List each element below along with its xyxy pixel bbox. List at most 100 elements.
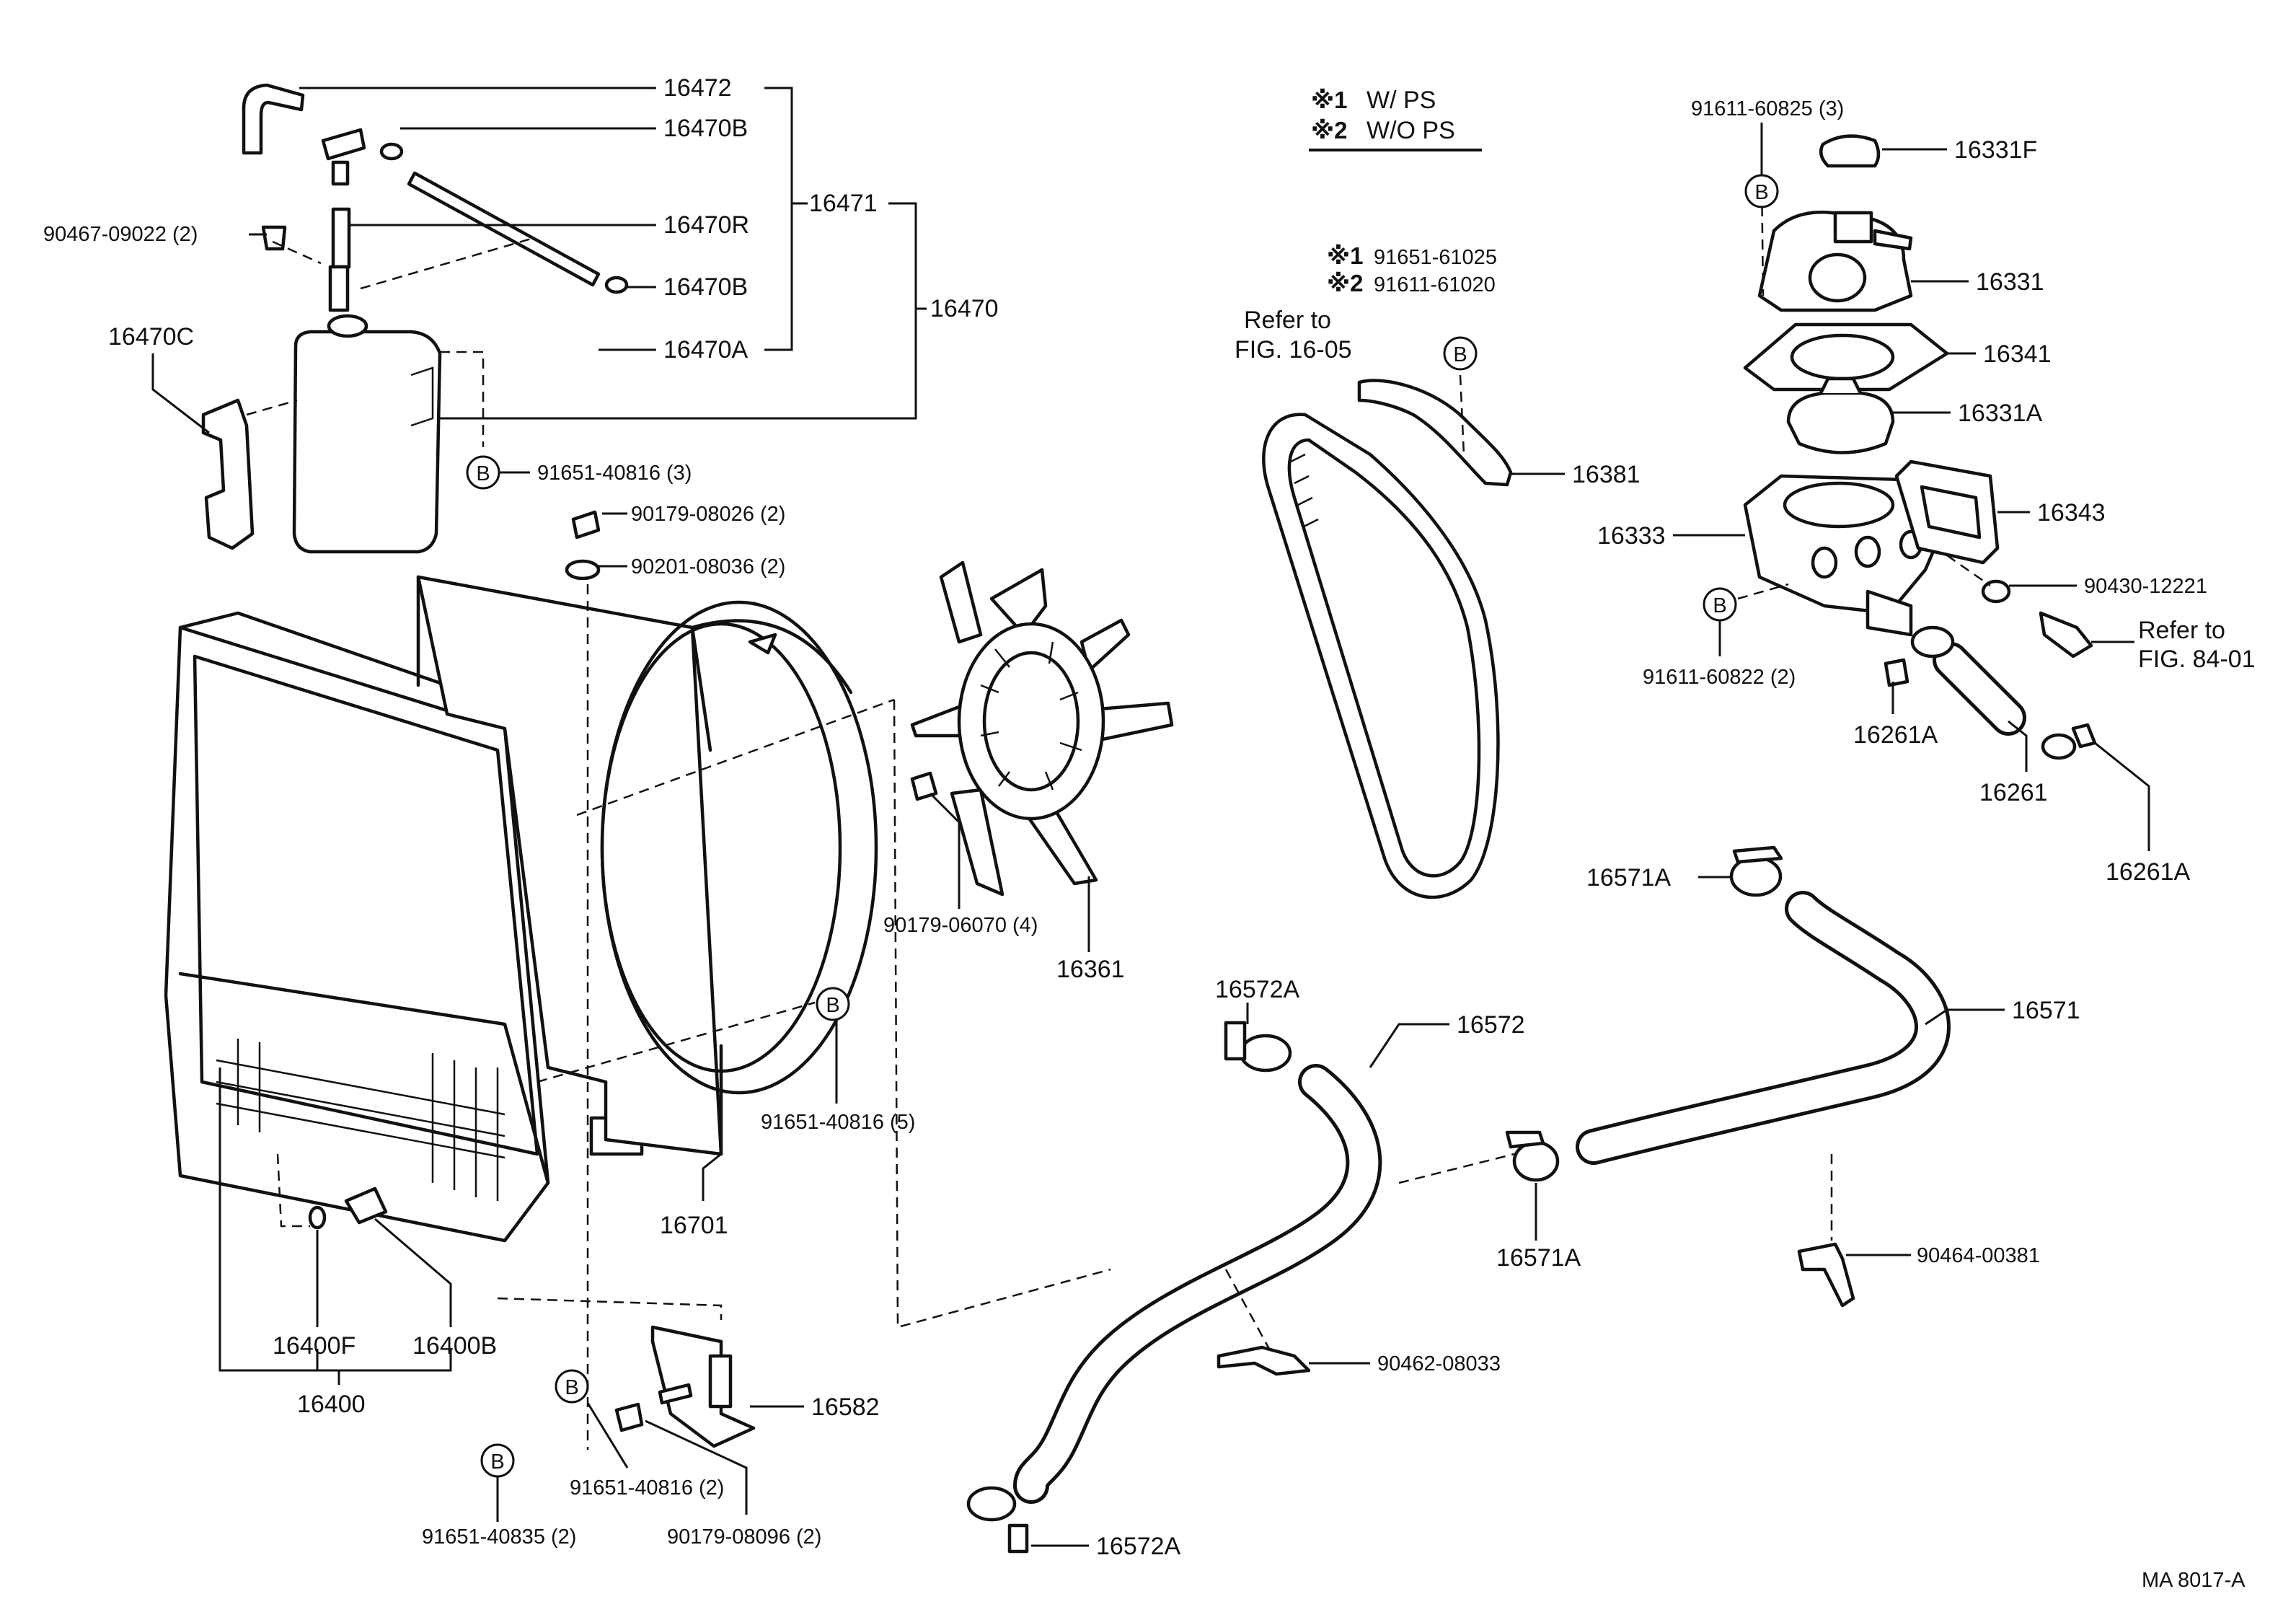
- label-16261a-right: 16261A: [2106, 858, 2191, 886]
- legend-text-2: W/O PS: [1366, 117, 1455, 144]
- legend-mark-1: ※1: [1311, 87, 1347, 113]
- hose-clamp-16261a-left: [1910, 625, 1955, 659]
- label-16582: 16582: [811, 1394, 880, 1421]
- label-fig-84-01: FIG. 84-01: [2138, 646, 2256, 673]
- svg-text:B: B: [1754, 181, 1768, 204]
- label-16571a-bottom: 16571A: [1496, 1244, 1581, 1272]
- svg-text:B: B: [490, 1450, 504, 1474]
- hose-clamp-16572a-top: [1239, 1034, 1292, 1073]
- label-16361: 16361: [1056, 956, 1125, 983]
- label-16470b-cap: 16470B: [663, 115, 748, 142]
- label-fig-16-05: FIG. 16-05: [1235, 336, 1352, 364]
- svg-text:B: B: [1453, 343, 1467, 366]
- label-16331a: 16331A: [1958, 400, 2043, 427]
- label-91611-60825: 91611-60825 (3): [1691, 97, 1844, 120]
- leader-lines-radiator: [218, 512, 722, 1385]
- reservoir-pipe-drawing: [331, 160, 350, 186]
- leader-lines-reservoir: [151, 87, 927, 474]
- svg-text:B: B: [826, 994, 839, 1017]
- temperature-sensor-drawing: [2039, 611, 2093, 659]
- label-90179-08026: 90179-08026 (2): [631, 503, 785, 526]
- label-90467-09022: 90467-09022 (2): [43, 223, 198, 246]
- shroud-washer-drawing: [565, 559, 601, 581]
- label-16341: 16341: [1983, 340, 2052, 368]
- hose-clamp-drawing: [379, 142, 404, 161]
- hose-clamp-16571a-bottom: [1512, 1140, 1560, 1182]
- label-16261: 16261: [1979, 779, 2048, 806]
- drive-belt-drawing: [1262, 413, 1500, 899]
- lower-hose-assembly: [966, 1003, 1515, 1554]
- label-16470a: 16470A: [663, 336, 749, 364]
- label-16572: 16572: [1457, 1011, 1525, 1039]
- label-90179-06070: 90179-06070 (4): [883, 914, 1038, 937]
- reservoir-bracket-drawing: [201, 398, 255, 550]
- hose-clamp-16572a-bottom: [966, 1486, 1017, 1522]
- label-16701: 16701: [660, 1212, 728, 1239]
- radiator-cap-drawing: [1819, 134, 1881, 168]
- label-16571: 16571: [2012, 997, 2080, 1024]
- adjusting-bar-drawing: [1357, 379, 1513, 487]
- hose-clip-90462: [1217, 1345, 1311, 1376]
- hose-clip-90464: [1797, 1242, 1855, 1308]
- svg-text:B: B: [565, 1376, 578, 1399]
- bolt-symbol-reservoir: B: [466, 455, 500, 490]
- bolt-symbol-shroud: B: [816, 987, 850, 1104]
- fan-blade-2: [939, 560, 983, 644]
- label-16572a-top: 16572A: [1215, 976, 1300, 1003]
- label-refer-to-belt: Refer to: [1244, 307, 1331, 334]
- reservoir-bracket-tab: [410, 366, 434, 427]
- bolt-symbol-radiator: B: [480, 1443, 515, 1522]
- legend-mark-2: ※2: [1311, 117, 1347, 144]
- drain-gasket-drawing: [308, 1205, 327, 1230]
- fan-nut-drawing: [910, 771, 938, 801]
- fan-shroud-drawing: [416, 575, 723, 1156]
- upper-hose-assembly: [1505, 845, 2005, 1308]
- fan-blade-4: [950, 788, 1004, 897]
- label-16400b: 16400B: [412, 1332, 497, 1360]
- belt-mark-1: ※1: [1327, 242, 1363, 269]
- reservoir-tank-assembly: [201, 83, 629, 554]
- label-16400f: 16400F: [273, 1332, 356, 1360]
- label-16331f: 16331F: [1954, 136, 2037, 164]
- label-16470r: 16470R: [663, 211, 749, 239]
- label-16571a-top: 16571A: [1586, 864, 1672, 891]
- label-16261a-left: 16261A: [1853, 721, 1938, 749]
- label-16470b-clamp: 16470B: [663, 273, 748, 301]
- label-16331: 16331: [1976, 268, 2044, 296]
- water-outlet-assembly: B B: [1673, 123, 2150, 851]
- bracket-stud-drawing: [658, 1383, 693, 1405]
- svg-text:B: B: [1713, 594, 1726, 617]
- clip-drawing: [261, 225, 287, 251]
- water-inlet-housing-drawing: [1743, 474, 1949, 615]
- shroud-tab: [748, 633, 777, 655]
- label-16381: 16381: [1572, 461, 1641, 488]
- radiator-core-drawing: [193, 654, 539, 1156]
- label-belt-91611-61020: 91611-61020: [1374, 273, 1496, 296]
- label-16472: 16472: [663, 74, 732, 102]
- reservoir-cap-drawing: [321, 128, 366, 161]
- label-belt-91651-61025: 91651-61025: [1374, 246, 1497, 269]
- reservoir-long-hose-drawing: [407, 171, 601, 287]
- belt-mark-2: ※2: [1327, 270, 1363, 296]
- label-16471: 16471: [809, 190, 878, 217]
- fan-hub-drawing: [957, 622, 1105, 821]
- reservoir-hose-drawing: [331, 207, 351, 269]
- bracket-bolt-drawing: [614, 1402, 644, 1432]
- label-90201-08036: 90201-08036 (2): [631, 555, 785, 578]
- bracket-post-drawing: [708, 1354, 733, 1409]
- label-16400: 16400: [297, 1391, 366, 1418]
- reservoir-tank-drawing: [292, 330, 442, 554]
- label-91651-40816-5: 91651-40816 (5): [761, 1111, 915, 1134]
- hose-clamp-16261a-right: [2041, 733, 2077, 760]
- fan-assembly: [910, 560, 1174, 952]
- radiator-lower-tank: [178, 972, 550, 1185]
- label-90179-08096: 90179-08096 (2): [667, 1525, 821, 1549]
- reservoir-hose-lower-drawing: [328, 265, 350, 312]
- drive-belt-assembly: B: [1262, 336, 1565, 899]
- label-16333: 16333: [1597, 522, 1666, 550]
- reservoir-neck-drawing: [327, 314, 368, 338]
- shroud-bolt-drawing: [571, 510, 601, 540]
- bolt-letter: B: [476, 462, 490, 485]
- label-91651-40835: 91651-40835 (2): [422, 1525, 576, 1549]
